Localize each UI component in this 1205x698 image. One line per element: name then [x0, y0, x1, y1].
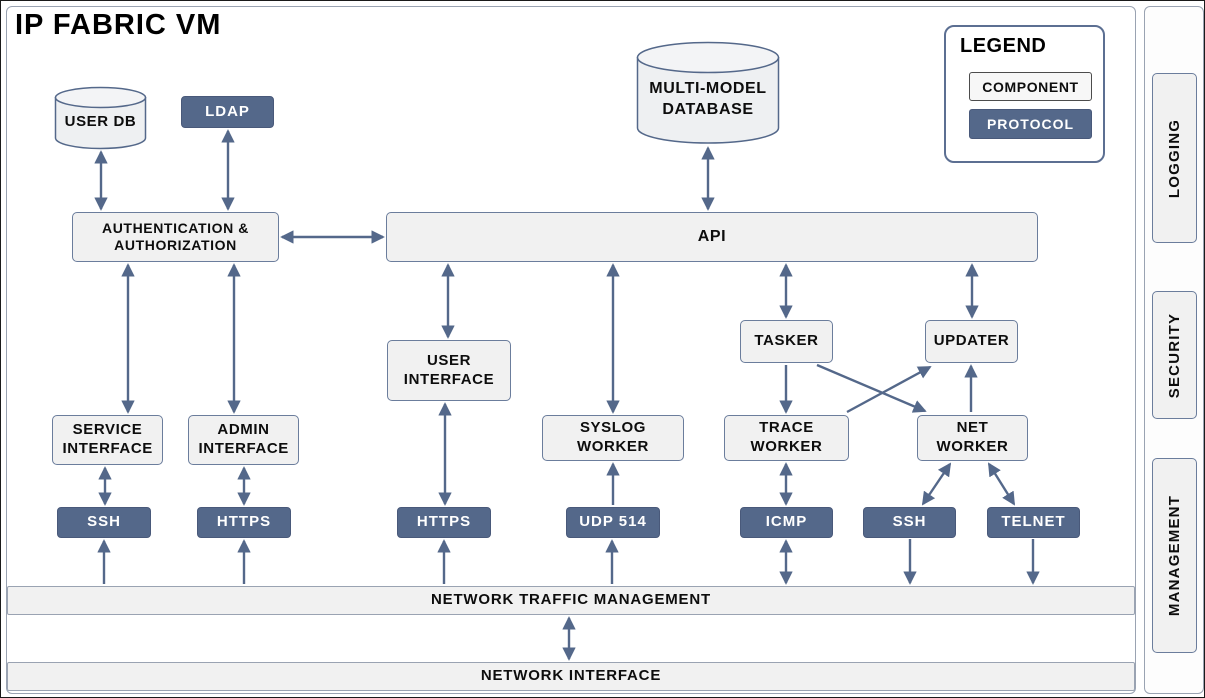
side-label-security: SECURITY — [1152, 291, 1197, 419]
node-icmp-label: ICMP — [765, 513, 808, 531]
node-multi-model-database-label: MULTI-MODEL DATABASE — [636, 79, 780, 121]
node-https-admin: HTTPS — [197, 507, 291, 538]
multi-model-line2: DATABASE — [662, 100, 754, 118]
node-user-db-label: USER DB — [64, 113, 137, 130]
node-tasker-label: TASKER — [754, 332, 819, 350]
node-https-admin-label: HTTPS — [216, 513, 272, 531]
node-api: API — [386, 212, 1038, 262]
node-net-worker: NET WORKER — [917, 415, 1028, 461]
node-trace-worker: TRACE WORKER — [724, 415, 849, 461]
node-https-ui-label: HTTPS — [416, 513, 472, 531]
side-label-management: MANAGEMENT — [1152, 458, 1197, 653]
node-service-interface: SERVICE INTERFACE — [52, 415, 163, 465]
database-cylinder-icon — [636, 41, 780, 144]
node-admin-interface: ADMIN INTERFACE — [188, 415, 299, 465]
node-network-interface-label: NETWORK INTERFACE — [480, 667, 662, 685]
node-api-label: API — [697, 228, 727, 245]
node-trace-worker-label: TRACE WORKER — [750, 419, 823, 455]
node-telnet: TELNET — [987, 507, 1080, 538]
node-user-db: USER DB — [54, 86, 147, 150]
side-label-management-text: MANAGEMENT — [1166, 494, 1184, 617]
node-tasker: TASKER — [740, 320, 833, 363]
node-telnet-label: TELNET — [1001, 513, 1066, 531]
node-udp-514-label: UDP 514 — [579, 513, 647, 531]
node-ldap: LDAP — [181, 96, 274, 128]
node-auth-label: AUTHENTICATION & AUTHORIZATION — [102, 219, 249, 254]
node-user-interface-label: USER INTERFACE — [403, 351, 495, 388]
node-network-interface: NETWORK INTERFACE — [7, 662, 1135, 691]
legend-protocol-sample: PROTOCOL — [969, 109, 1092, 139]
database-cylinder-icon — [54, 86, 147, 150]
node-net-worker-label: NET WORKER — [936, 419, 1009, 455]
node-icmp: ICMP — [740, 507, 833, 538]
node-udp-514: UDP 514 — [566, 507, 660, 538]
node-ntm-label: NETWORK TRAFFIC MANAGEMENT — [431, 591, 711, 609]
multi-model-line1: MULTI-MODEL — [649, 80, 767, 97]
node-user-interface: USER INTERFACE — [387, 340, 511, 401]
node-ldap-label: LDAP — [205, 102, 250, 120]
node-network-traffic-management: NETWORK TRAFFIC MANAGEMENT — [7, 586, 1135, 615]
node-ssh-net-label: SSH — [892, 513, 927, 531]
node-syslog-worker-label: SYSLOG WORKER — [577, 419, 649, 455]
vm-boundary-frame — [6, 6, 1136, 694]
node-ssh-net: SSH — [863, 507, 956, 538]
node-ssh-service-label: SSH — [87, 513, 121, 531]
node-ssh-service: SSH — [57, 507, 151, 538]
node-updater-label: UPDATER — [933, 332, 1010, 350]
side-label-logging: LOGGING — [1152, 73, 1197, 243]
legend-title: LEGEND — [960, 35, 1047, 57]
legend-component-sample: COMPONENT — [969, 72, 1092, 101]
node-admin-interface-label: ADMIN INTERFACE — [198, 421, 289, 457]
node-multi-model-database: MULTI-MODEL DATABASE — [636, 41, 780, 145]
page-title: IP FABRIC VM — [15, 9, 222, 41]
node-authentication-authorization: AUTHENTICATION & AUTHORIZATION — [72, 212, 279, 262]
node-https-ui: HTTPS — [397, 507, 491, 538]
legend: LEGEND COMPONENT PROTOCOL — [944, 25, 1105, 163]
side-label-security-text: SECURITY — [1166, 312, 1184, 398]
node-service-interface-label: SERVICE INTERFACE — [62, 421, 153, 457]
side-label-logging-text: LOGGING — [1166, 118, 1184, 198]
node-syslog-worker: SYSLOG WORKER — [542, 415, 684, 461]
node-updater: UPDATER — [925, 320, 1018, 363]
